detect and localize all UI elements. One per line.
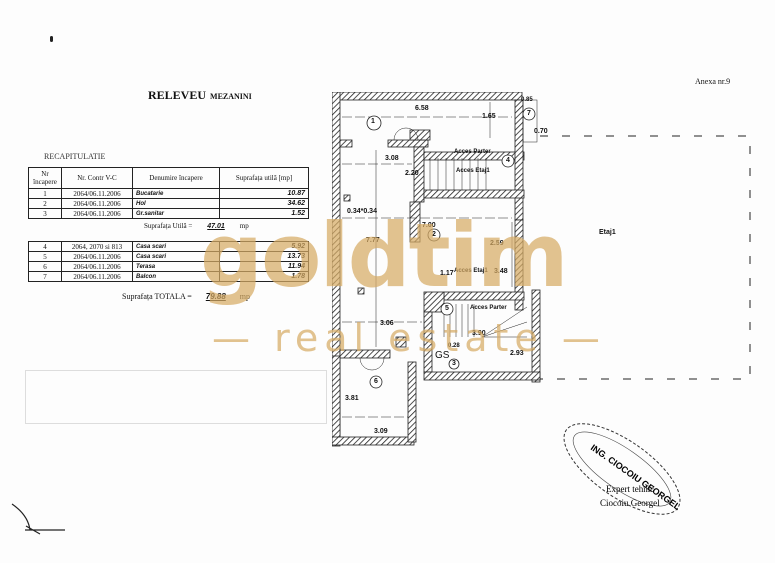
dimension: 3.48 xyxy=(494,268,508,275)
access-label: Acces Parter xyxy=(454,149,491,155)
svg-text:Expert tehnic: Expert tehnic xyxy=(606,484,654,494)
dimension: 0.70 xyxy=(534,128,548,135)
room-number: 2 xyxy=(432,231,436,238)
faded-table xyxy=(25,370,327,424)
dimension: 6.58 xyxy=(415,105,429,112)
access-label: Acces Etaj1 xyxy=(456,168,490,174)
dimension: 2.93 xyxy=(510,350,524,357)
header-area: Suprafața utilă [mp] xyxy=(219,167,309,189)
header-name: Denumire încapere xyxy=(132,167,220,189)
header-contract: Nr. Contr V-C xyxy=(61,167,133,189)
annex-label: Anexa nr.9 xyxy=(695,77,731,86)
room-number: 3 xyxy=(452,360,456,367)
etaj-label: Etaj1 xyxy=(599,229,616,236)
room-number: 6 xyxy=(374,378,378,385)
subtotal: Suprafața Utilă = 47.01 mp xyxy=(144,222,249,230)
room-number: 4 xyxy=(506,157,510,164)
dimension: 3.08 xyxy=(385,155,399,162)
gs-label: GS xyxy=(435,350,450,361)
room-number: 5 xyxy=(445,305,449,312)
dimension: 1.17 xyxy=(440,270,454,277)
dimension: 3.90 xyxy=(472,330,486,337)
dimension: 7.00 xyxy=(422,222,436,229)
total: Suprafața TOTALA = 79.88 mp xyxy=(122,292,251,301)
dimension: 2.59 xyxy=(490,240,504,247)
dimension: 0.34*0.34 xyxy=(347,208,377,215)
dimension: 7.77 xyxy=(366,237,380,244)
access-label: Acces Etaj1 xyxy=(454,268,488,274)
dimension: 3.06 xyxy=(380,320,394,327)
room-number: 1 xyxy=(371,118,375,125)
access-label: Acces Parter xyxy=(470,305,507,311)
svg-text:Ciocoiu Georgel: Ciocoiu Georgel xyxy=(600,498,660,508)
ink-dot xyxy=(50,36,53,42)
dimension: 1.65 xyxy=(482,113,496,120)
recap-heading: RECAPITULATIE xyxy=(44,152,106,161)
recap-table-group1: Nr încapere Nr. Contr V-C Denumire încap… xyxy=(28,167,309,219)
header-nr: Nr încapere xyxy=(28,167,62,189)
dimension: 3.09 xyxy=(374,428,388,435)
room-number: 7 xyxy=(527,110,531,117)
floor-plan xyxy=(332,92,541,447)
signature xyxy=(11,503,65,535)
etaj1-outline xyxy=(540,135,751,380)
dimension: 2.20 xyxy=(405,170,419,177)
engineer-stamp: ING. CIOCOIU GEORGEL Expert tehnic Cioco… xyxy=(563,423,683,515)
dimension: 3.81 xyxy=(345,395,359,402)
dimension: 0.85 xyxy=(521,97,533,103)
dimension: 0.28 xyxy=(448,343,460,349)
